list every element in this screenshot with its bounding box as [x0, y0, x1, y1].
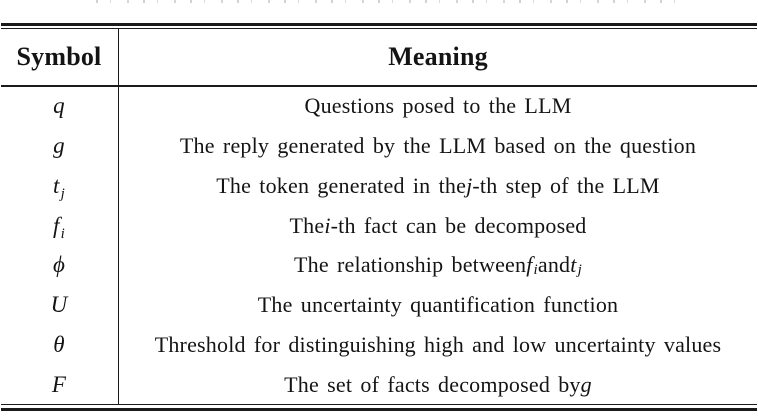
inline-math-subscript: j	[577, 261, 582, 278]
symbol-subscript: j	[60, 185, 65, 202]
symbol-column-header: Symbol	[16, 42, 102, 71]
symbol-cell: θ	[0, 325, 118, 365]
symbol-cell: fi	[0, 206, 118, 246]
meaning-cell: The i-th fact can be decomposed	[118, 206, 758, 246]
symbol-math: θ	[53, 331, 65, 357]
meaning-text: -th step of the LLM	[472, 172, 660, 198]
inline-math: t	[570, 252, 577, 278]
symbol-glyph: g	[53, 133, 65, 159]
symbol-glyph: tj	[53, 172, 65, 202]
meaning-text: Threshold for distinguishing high and lo…	[154, 331, 722, 357]
table-header-row: Symbol Meaning	[0, 29, 758, 85]
inline-math-subscript: i	[533, 261, 538, 278]
table-body: q Questions posed to the LLM g The reply ge…	[0, 87, 758, 405]
symbol-math: F	[51, 371, 67, 397]
inline-math: g	[580, 371, 592, 397]
header-separator-rule	[1, 85, 757, 87]
inline-math: j	[466, 172, 473, 198]
meaning-cell: The reply generated by the LLM based on …	[118, 126, 758, 166]
symbol-glyph: F	[52, 372, 66, 398]
table-row: U The uncertainty quantification function	[0, 285, 758, 325]
table-row: g The reply generated by the LLM based on…	[0, 126, 758, 166]
meaning-cell: The uncertainty quantification function	[118, 285, 758, 325]
table-bottom-rule-thin	[1, 404, 757, 406]
inline-math: f	[526, 252, 533, 278]
symbol-cell: F	[0, 365, 118, 405]
table-top-rule-thick	[1, 23, 757, 26]
symbol-glyph: U	[51, 292, 68, 318]
meaning-text: Questions posed to the LLM	[304, 93, 572, 119]
meaning-cell: The token generated in the j-th step of …	[118, 166, 758, 206]
table-row: q Questions posed to the LLM	[0, 87, 758, 127]
symbol-glyph: ϕ	[53, 252, 65, 278]
symbol-cell: ϕ	[0, 246, 118, 286]
symbol-subscript: i	[60, 225, 65, 242]
symbol-glyph: θ	[53, 332, 65, 358]
table-bottom-rule-thick	[1, 407, 757, 411]
symbol-cell: q	[0, 87, 118, 127]
symbol-math: U	[50, 292, 68, 318]
meaning-text: and	[537, 252, 571, 278]
column-divider-line	[118, 29, 120, 404]
table-row: F The set of facts decomposed by g	[0, 365, 758, 405]
symbol-math: ϕ	[52, 252, 66, 278]
table-row: θ Threshold for distinguishing high and l…	[0, 325, 758, 365]
symbol-cell: g	[0, 126, 118, 166]
meaning-text: The reply generated by the LLM based on …	[179, 133, 697, 159]
inline-math: i	[324, 212, 331, 238]
symbol-math: q	[53, 93, 65, 119]
meaning-text: The	[289, 212, 325, 238]
symbol-math: t	[53, 172, 60, 198]
meaning-text: The relationship between	[294, 252, 527, 278]
symbol-glyph: fi	[53, 212, 65, 242]
meaning-text: The uncertainty quantification function	[257, 292, 619, 318]
meaning-column-header: Meaning	[388, 42, 488, 71]
meaning-text: The token generated in the	[216, 172, 467, 198]
meaning-cell: Threshold for distinguishing high and lo…	[118, 325, 758, 365]
cropped-caption-remnant	[96, 0, 686, 3]
meaning-cell: The set of facts decomposed by g	[118, 365, 758, 405]
table-top-rule-thin	[1, 28, 757, 29]
symbol-math: f	[53, 212, 60, 238]
symbol-cell: U	[0, 285, 118, 325]
symbol-glyph: q	[53, 93, 65, 119]
meaning-text: -th fact can be decomposed	[330, 212, 587, 238]
symbol-math: g	[53, 133, 65, 159]
meaning-text: The set of facts decomposed by	[284, 371, 581, 397]
meaning-cell: Questions posed to the LLM	[118, 87, 758, 127]
symbol-cell: tj	[0, 166, 118, 206]
